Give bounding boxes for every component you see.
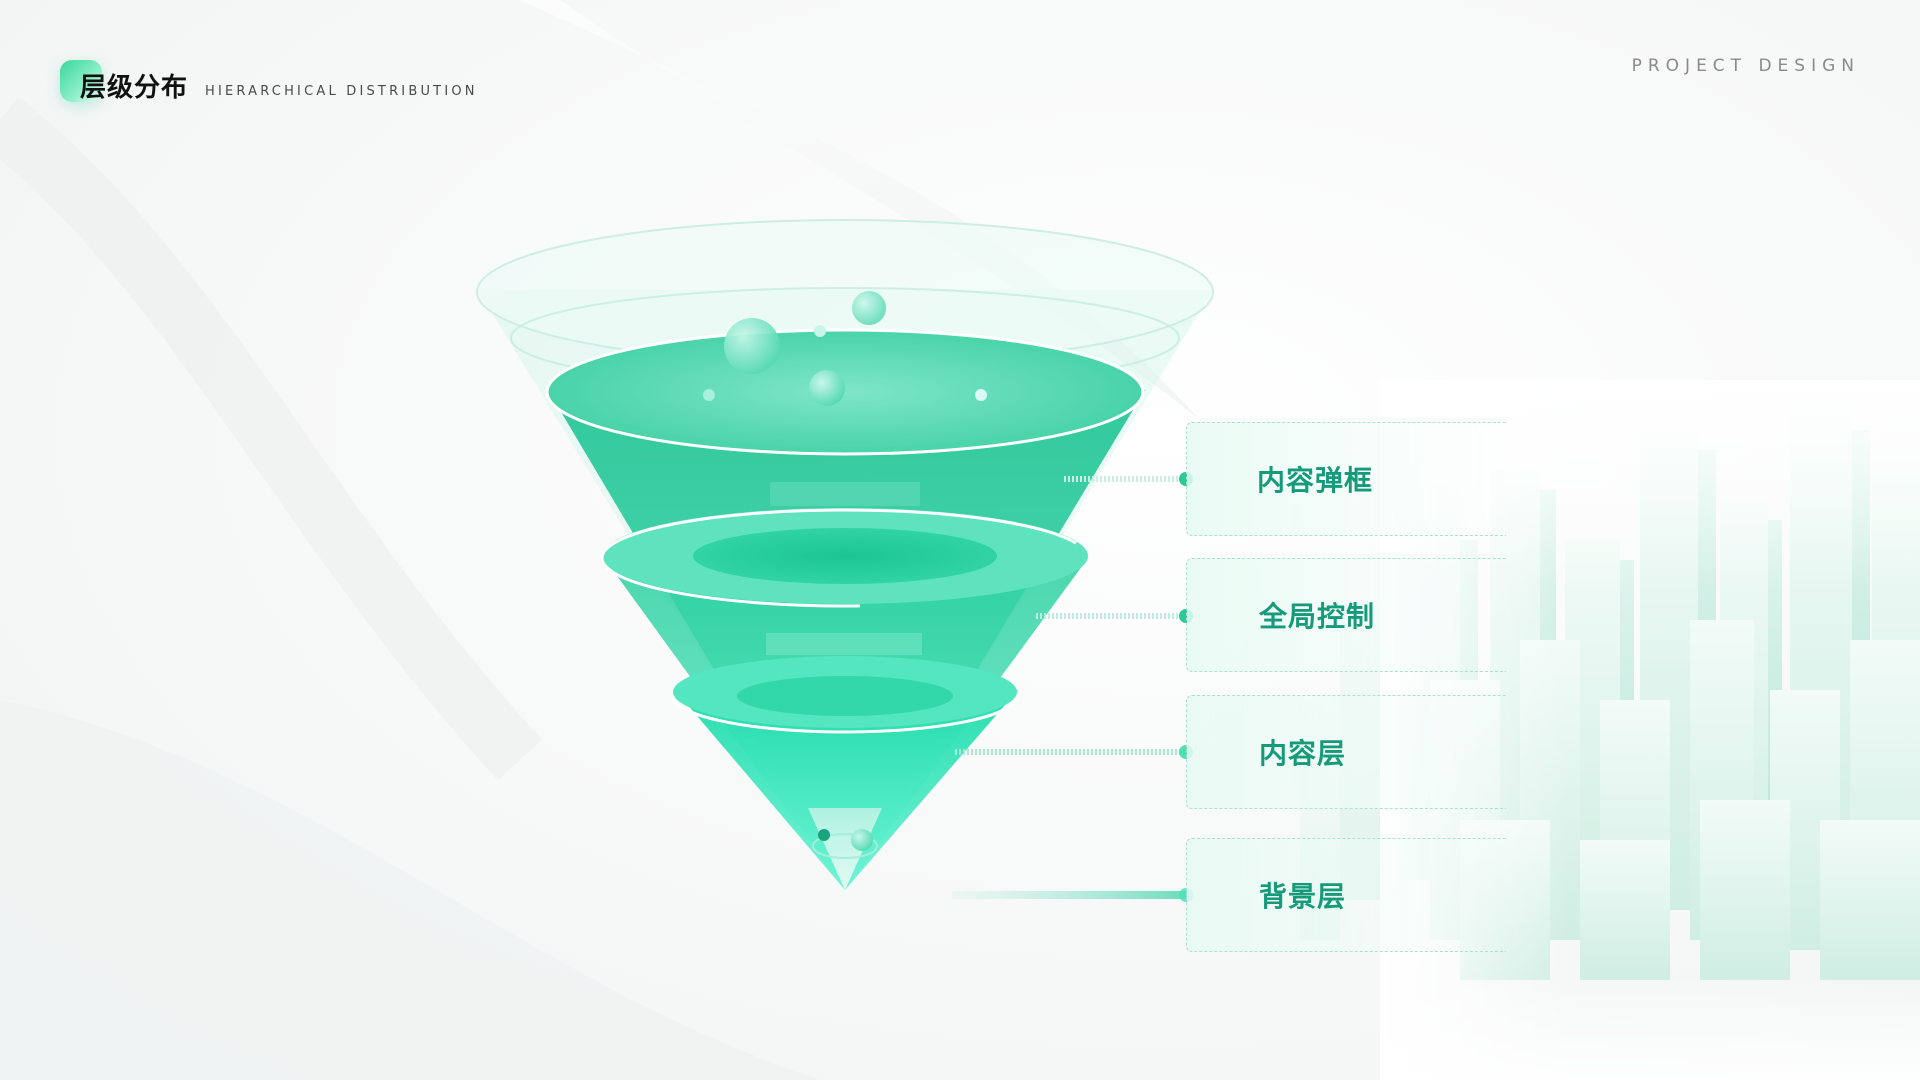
page-title: 层级分布 (80, 73, 189, 103)
layer-card-global-control: 全局控制 (1186, 558, 1506, 672)
page-subtitle: HIERARCHICAL DISTRIBUTION (205, 84, 478, 99)
layer-label: 内容层 (1259, 737, 1347, 770)
funnel-layer-3 (671, 656, 1019, 890)
funnel-tip (808, 808, 882, 890)
brand-label: PROJECT DESIGN (1631, 56, 1860, 76)
layer-label: 全局控制 (1259, 600, 1376, 633)
swoosh-left (0, 96, 543, 781)
layer-card-popup: 内容弹框 (1186, 422, 1506, 536)
decorative-bubbles (703, 291, 987, 406)
layer-card-content: 内容层 (1186, 695, 1506, 809)
swoosh-bottom-left (0, 700, 820, 1080)
layer-card-background: 背景层 (1186, 838, 1506, 952)
layer-label: 内容弹框 (1257, 464, 1374, 497)
title-badge-icon (60, 60, 102, 102)
layer-label: 背景层 (1259, 880, 1347, 913)
